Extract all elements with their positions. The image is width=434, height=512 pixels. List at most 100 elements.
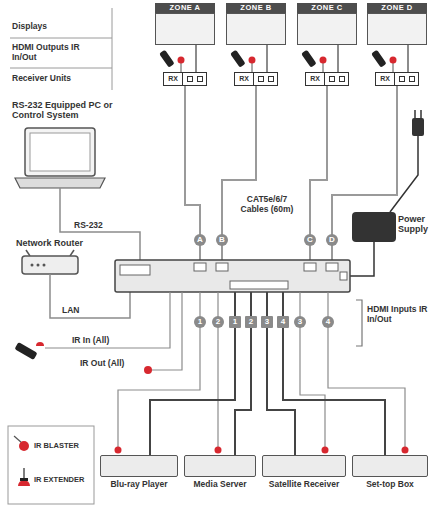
bracket-line: [112, 8, 113, 90]
rx-label: RX: [376, 73, 395, 85]
ir-blaster: [322, 447, 329, 454]
legend-label: IR EXTENDER: [34, 475, 84, 484]
dc-cord: [350, 242, 374, 276]
laptop-lid: [25, 128, 95, 176]
ir-blaster: [215, 447, 222, 454]
annotation-label: HDMI Inputs IR In/Out: [367, 305, 431, 325]
callout-number: B: [216, 234, 228, 246]
led: [37, 264, 40, 267]
remote-icon: [301, 50, 316, 68]
source-device: Satellite Receiver: [262, 455, 346, 490]
laptop-screen: [30, 133, 90, 171]
zone-heading: ZONE A: [155, 3, 215, 13]
zone-heading: ZONE B: [226, 3, 286, 13]
source-device: Set-top Box: [352, 455, 428, 490]
annotation-label: IR In (All): [72, 336, 132, 346]
ir-wire: [323, 63, 324, 72]
plug-prong: [414, 110, 416, 118]
rj45-port: [304, 263, 316, 271]
callout-number: 4: [322, 316, 334, 328]
callout-number: 3: [261, 316, 273, 328]
legend-extender-base: [20, 478, 28, 481]
zone-ir-icons: [159, 50, 396, 72]
ir-in-remote: [14, 342, 44, 360]
hdmi-link: [407, 45, 409, 72]
ir-wire: [300, 292, 325, 447]
pc-label-box: RS-232 Equipped PC or Control System: [12, 100, 130, 121]
ir-socket: [268, 76, 274, 82]
plug-prong: [420, 110, 422, 118]
control-wires: [50, 188, 140, 318]
ir-extender: [36, 342, 44, 346]
node-label: Blu-ray Player: [100, 480, 178, 490]
hdmi-cables: [150, 292, 385, 455]
ir-blaster: [249, 57, 256, 64]
receiver-unit: RX: [375, 72, 419, 86]
screen-panel: [155, 13, 215, 45]
antenna: [26, 250, 30, 256]
display-screen: ZONE B: [226, 3, 286, 45]
hdmi-socket: [187, 76, 193, 82]
callout-number: 3: [294, 316, 306, 328]
ir-socket: [409, 76, 415, 82]
legend-box: [8, 426, 94, 504]
power-cord: [390, 136, 418, 212]
legend-wire: [14, 436, 22, 443]
router-icon: [22, 250, 78, 274]
ir-blaster: [390, 57, 397, 64]
ir-wires: [45, 292, 405, 447]
ir-socket: [339, 76, 345, 82]
annotation-label: LAN: [62, 306, 86, 316]
ir-wire: [118, 292, 200, 447]
led: [31, 264, 34, 267]
rx-label: RX: [164, 73, 183, 85]
annotation-label: CAT5e/6/7 Cables (60m): [232, 195, 302, 215]
node-label: Network Router: [16, 238, 96, 248]
port-block: [120, 265, 150, 275]
bracket-line: [356, 300, 362, 346]
divider-line: [10, 38, 112, 39]
matrix-unit: [115, 260, 350, 292]
receiver-unit: RX: [234, 72, 278, 86]
hdmi-socket: [399, 76, 405, 82]
router-label-box: Network Router: [16, 238, 96, 248]
rs232-wire: [60, 188, 140, 260]
catx-cables: [185, 86, 397, 260]
receiver-unit: RX: [163, 72, 207, 86]
annotation-label: Displays: [12, 22, 107, 32]
display-screen: ZONE A: [155, 3, 215, 45]
rj45-port: [216, 263, 228, 271]
router-body: [22, 256, 78, 274]
remote-icon: [230, 50, 245, 68]
callout-number: C: [304, 234, 316, 246]
legend-frame: [8, 426, 94, 504]
remote-icon: [371, 50, 386, 68]
node-label: Set-top Box: [352, 480, 428, 490]
remote-icon: [159, 50, 174, 68]
antenna: [70, 250, 74, 256]
power-supply-label-box: Power Supply: [398, 214, 432, 235]
hdmi-socket: [329, 76, 335, 82]
screen-panel: [297, 13, 357, 45]
rx-label: RX: [306, 73, 325, 85]
callout-number: 1: [194, 316, 206, 328]
callout-number: 2: [245, 316, 257, 328]
ir-wire: [393, 63, 394, 72]
ir-socket: [197, 76, 203, 82]
ir-emitters: [115, 366, 409, 454]
hdmi-inputs-bracket: [356, 300, 362, 346]
hdmi-link: [266, 45, 268, 72]
ir-wire: [252, 63, 253, 72]
device-body: [100, 455, 178, 477]
ir-blaster: [402, 447, 409, 454]
ir-blaster: [320, 57, 327, 64]
legend-ir-blaster: [19, 441, 29, 451]
screen-panel: [367, 13, 427, 45]
dc-port: [340, 272, 347, 280]
divider-line: [10, 68, 112, 69]
hdmi-link: [195, 45, 197, 72]
zone-heading: ZONE D: [367, 3, 427, 13]
zone-heading: ZONE C: [297, 3, 357, 13]
device-body: [262, 455, 346, 477]
